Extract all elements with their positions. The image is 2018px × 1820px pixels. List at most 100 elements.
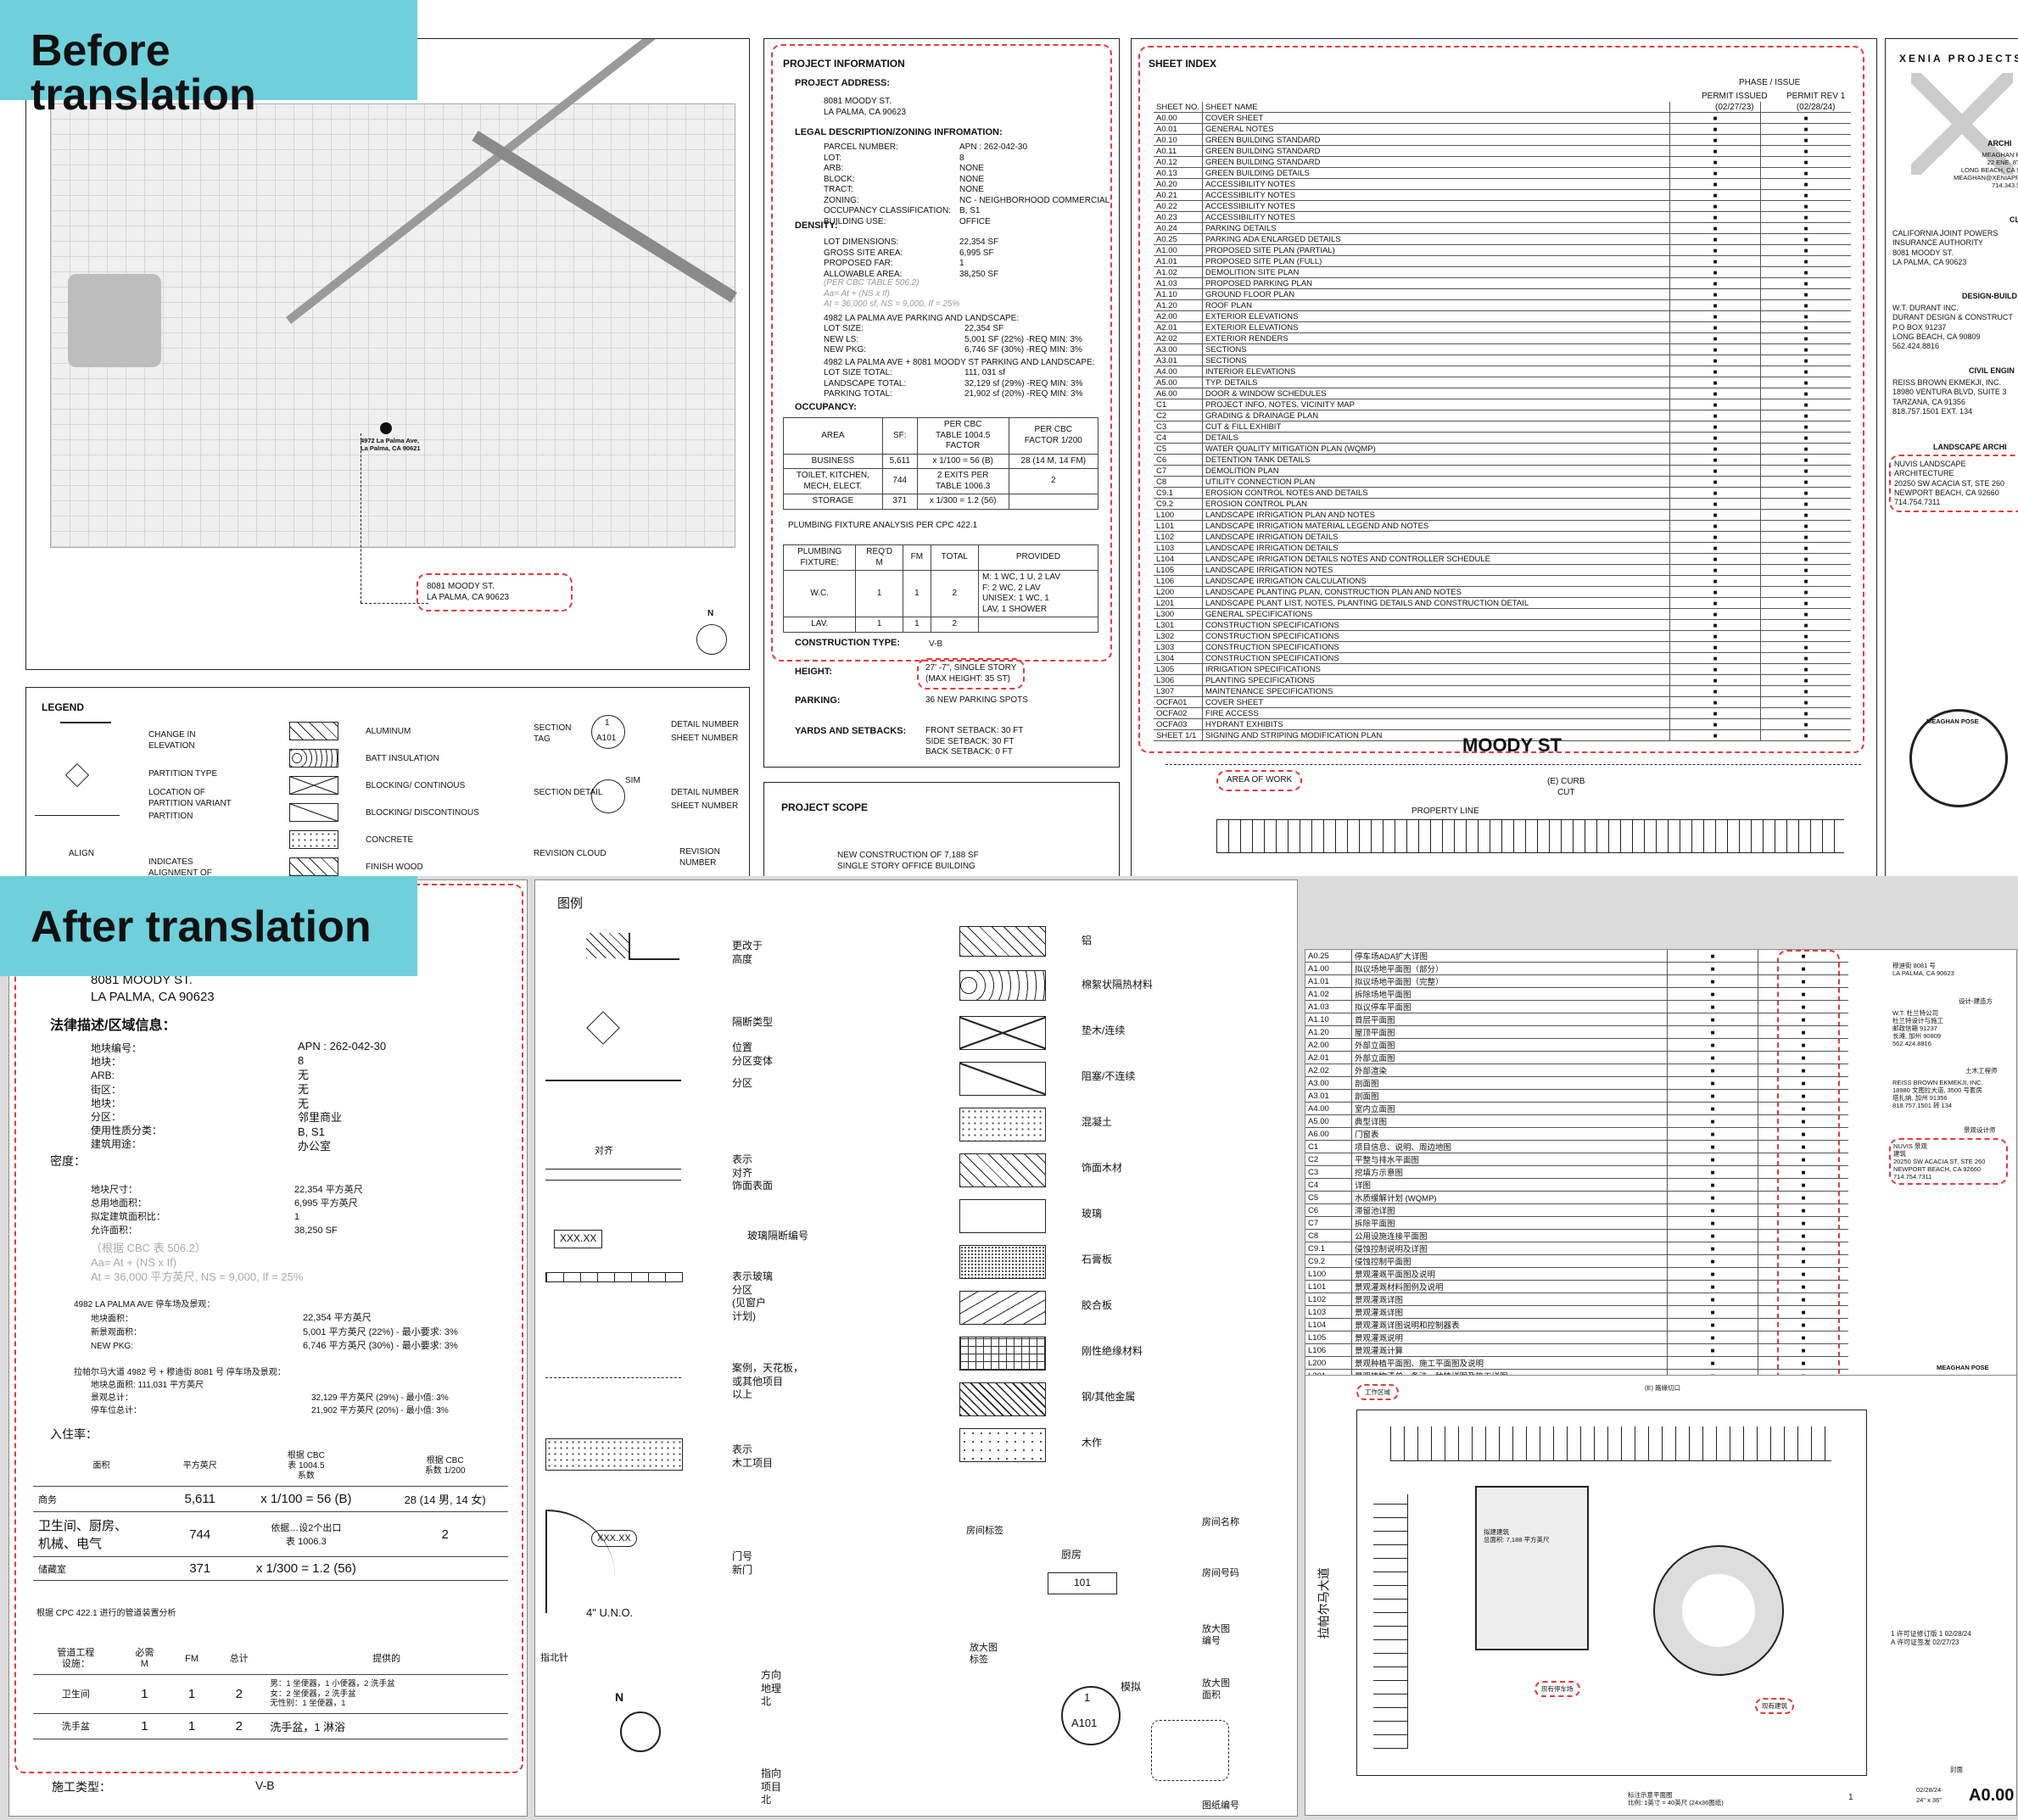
permit-rev-mark: ■ [1760, 332, 1851, 344]
permit-issued-mark: ■ [1667, 987, 1758, 1001]
zh-uno: 4" U.N.O. [586, 1606, 634, 1619]
sheet-name: 拟议场地平面图（部分） [1351, 962, 1668, 975]
sheet-name: EXTERIOR RENDERS [1202, 332, 1670, 344]
zh-occ-cell: 744 [169, 1511, 231, 1557]
sheet-name: 挖填方示意图 [1351, 1165, 1668, 1179]
permit-rev-mark: ■ [1760, 167, 1851, 179]
zh-sheet-note: 标注示意平面图 比例: 1英寸 = 40英尺 (24x36图纸) [1628, 1791, 1724, 1806]
permit-rev-mark: ■ [1760, 542, 1851, 554]
permit-issued-mark: ■ [1667, 1191, 1758, 1204]
occ-header: PER CBC TABLE 1004.5 FACTOR [916, 417, 1009, 455]
permit-rev-mark: ■ [1760, 608, 1851, 620]
area-of-work-label: AREA OF WORK [1216, 770, 1303, 791]
sheet-name: 侵蚀控制说明及详图 [1351, 1242, 1668, 1255]
permit-issued-mark: ■ [1669, 454, 1761, 466]
sheet-number: C8 [1154, 476, 1204, 488]
zh-mat-block-disc: 阻塞/不连续 [1082, 1070, 1136, 1082]
zh-room-tag-label: 房间标签 [966, 1526, 1003, 1536]
align-label: ALIGN [69, 849, 95, 858]
occ-cell: TOILET, KITCHEN, MECH, ELECT. [783, 468, 883, 494]
permit-rev-mark: ■ [1760, 498, 1851, 510]
occ-cell [1008, 494, 1099, 510]
sheet-number: L305 [1154, 663, 1204, 675]
sheet-name: MAINTENANCE SPECIFICATIONS [1202, 685, 1670, 697]
zh-block-disc-swatch [959, 1062, 1046, 1096]
sheet-number: L104 [1305, 1318, 1352, 1332]
sheet-number: A0.12 [1154, 156, 1204, 168]
sheet-number: L200 [1154, 586, 1204, 598]
sheet-number: C9.2 [1154, 498, 1204, 510]
sheet-name: 首层平面图 [1351, 1013, 1668, 1026]
permit-issued-mark: ■ [1669, 112, 1761, 124]
zh-plb-cell: 1 [118, 1674, 170, 1714]
occ-cell: 2 EXITS PER TABLE 1006.3 [916, 468, 1009, 494]
permit-rev-mark: ■ [1758, 974, 1848, 988]
sheet-name: 景观灌溉详图 [1351, 1292, 1668, 1306]
cbc-note: (PER CBC TABLE 506.2) Aa= At + (NS x If)… [824, 278, 960, 309]
sheet-name: 外部立面图 [1351, 1038, 1668, 1052]
legal-values: APN : 262-042-30 8 NONE NONE NONE NC - N… [959, 142, 1110, 226]
permit-rev-mark: ■ [1760, 465, 1851, 477]
sheet-name: SIGNING AND STRIPING MODIFICATION PLAN [1202, 729, 1670, 741]
zh-plb-header: 必需 M [118, 1644, 170, 1676]
sheet-number: A1.01 [1305, 974, 1352, 988]
permit-rev-mark: ■ [1760, 575, 1851, 587]
col-sheet-no: SHEET NO. [1154, 102, 1204, 113]
sheet-number: C4 [1154, 432, 1204, 444]
zh-legal-heading: 法律描述/区域信息： [50, 1019, 176, 1033]
zh-north-arrow-icon [620, 1711, 661, 1752]
permit-issued-mark: ■ [1669, 211, 1761, 223]
zh-occupancy-heading: 入住率： [50, 1427, 98, 1441]
zh-mat-wood: 木作 [1082, 1437, 1103, 1449]
vicinity-map: 4972 La Palma Ave, La Palma, CA 90621 [50, 39, 738, 548]
table-row: TOILET, KITCHEN, MECH, ELECT. 744 2 EXIT… [783, 468, 1099, 494]
permit-issued-mark: ■ [1669, 156, 1761, 168]
zh-mat-finish-wood: 饰面木材 [1082, 1162, 1123, 1174]
zh-curb-cut: (E) 路缘切口 [1645, 1384, 1681, 1392]
permit-issued-mark: ■ [1667, 1114, 1758, 1128]
revision-number-label: REVISION NUMBER [679, 847, 720, 868]
yards-label: YARDS AND SETBACKS: [795, 726, 907, 736]
occupancy-table: AREA SF: PER CBC TABLE 1004.5 FACTOR PER… [783, 417, 1099, 510]
sheet-index-title: SHEET INDEX [1149, 58, 1217, 70]
sheet-name: LANDSCAPE PLANT LIST, NOTES, PLANTING DE… [1202, 597, 1670, 609]
zh-glass-swatch [959, 1199, 1046, 1233]
section-tag-num: 1 [605, 718, 610, 728]
zh-parking1-values: 22,354 平方英尺 5,001 平方英尺 (22%) - 最小要求: 3% … [303, 1313, 458, 1351]
indicates-alignment-label: INDICATES ALIGNMENT OF [148, 857, 212, 876]
zh-occ-cell: 28 (14 男, 14 女) [382, 1486, 508, 1512]
parking1-title: 4982 LA PALMA AVE PARKING AND LANDSCAPE: [824, 314, 1020, 323]
permit-rev-mark: ■ [1760, 520, 1851, 532]
sheet-name: 门窗表 [1351, 1127, 1668, 1141]
sheet-name: LANDSCAPE IRRIGATION DETAILS NOTES AND C… [1202, 553, 1670, 565]
permit-rev-mark: ■ [1758, 1280, 1848, 1293]
zh-room-name: 房间名称 [1202, 1517, 1239, 1527]
zh-construction-label: 施工类型： [52, 1780, 111, 1794]
after-translation-badge: After translation [0, 876, 417, 976]
zh-civil-text: REISS BROWN EKMEKJI, INC. 18980 文图拉大道, 3… [1892, 1079, 1983, 1109]
plb-cell: 2 [930, 570, 979, 617]
zh-density-heading: 密度： [50, 1154, 86, 1168]
permit-rev-mark: ■ [1760, 343, 1851, 355]
sheet-name: LANDSCAPE IRRIGATION DETAILS [1202, 542, 1670, 554]
permit-issued-mark: ■ [1669, 377, 1761, 388]
zh-occ-header: 根据 CBC 系数 1/200 [382, 1447, 508, 1487]
permit-rev-mark: ■ [1760, 674, 1851, 686]
